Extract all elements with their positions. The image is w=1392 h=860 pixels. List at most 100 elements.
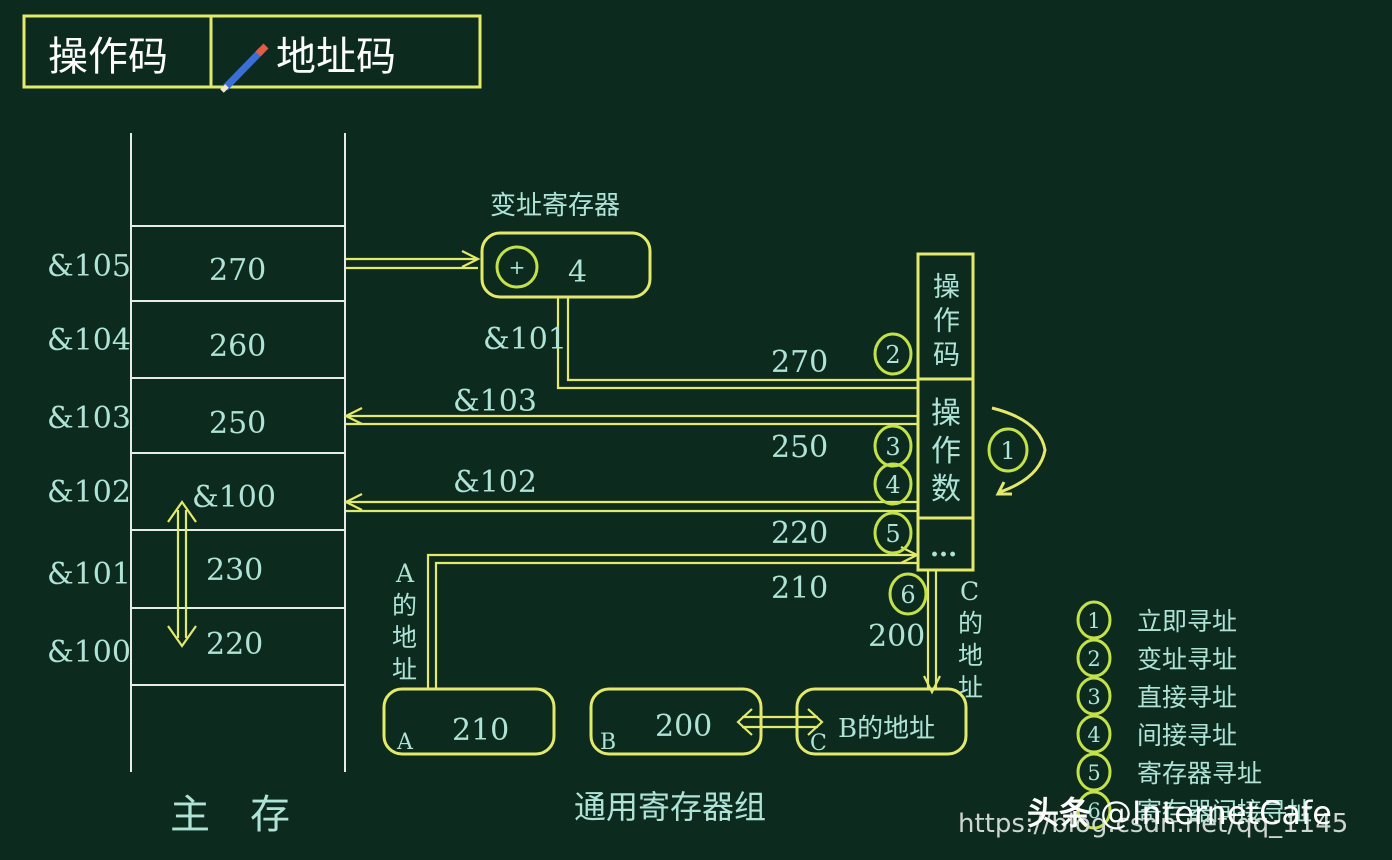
instruction-register: 操 作 码 操 作 数 ... [916,252,975,572]
general-registers: A 210 B 200 C B的地址 通用寄存器组 [382,687,968,826]
marker-1: 1 [987,427,1029,473]
register-a-value: 210 [452,713,509,748]
register-b-value: 200 [655,709,712,744]
path-label-p4-addr: &102 [453,465,537,500]
legend: 1 立即寻址 2 变址寻址 3 直接寻址 4 间接寻址 5 寄存器寻址 6 寄存… [1076,600,1312,830]
legend-text: 寄存器间接寻址 [1137,797,1312,826]
path-label-p5-value: 220 [771,516,828,551]
index-register-title: 变址寄存器 [490,191,620,221]
memory-address: &105 [47,249,131,284]
legend-item: 6 寄存器间接寻址 [1076,790,1312,830]
memory-address: &101 [47,557,131,592]
main-memory: &105 270 &104 260 &103 250 &102 &100 &10… [47,133,346,838]
legend-item: 1 立即寻址 [1076,600,1237,640]
instruction-more: ... [930,533,957,563]
legend-item: 3 直接寻址 [1076,676,1237,716]
double-arrow-icon [167,500,197,648]
opcode-char: 码 [933,340,960,371]
opcode-char: 操 [933,272,960,303]
watermark: https://blog.csdn.net/qq_1145 头条 @Intern… [958,794,1348,839]
legend-item: 2 变址寻址 [1076,638,1237,678]
memory-address: &100 [47,635,131,670]
svg-text:3: 3 [885,433,900,461]
bc-double-arrow-icon [736,708,824,736]
svg-text:6: 6 [1087,799,1100,823]
a-address-char: 地 [392,623,417,652]
header-address-label: 地址码 [276,34,396,80]
path-register-indirect: C 的 地 址 [923,571,983,702]
svg-text:3: 3 [1087,685,1100,709]
watermark-url: https://blog.csdn.net/qq_1145 [958,809,1348,839]
legend-text: 直接寻址 [1137,683,1237,712]
register-b-name: B [600,730,616,755]
header-opcode-label: 操作码 [48,34,168,80]
operand-char: 作 [931,434,961,469]
c-address-char: 的 [958,609,983,638]
marker-4: 4 [873,462,913,506]
memory-value: 230 [206,553,263,588]
memory-caption: 主 存 [170,792,290,838]
register-c-box [795,687,968,756]
path-label-p3-addr: &103 [453,384,537,419]
instruction-format-header: 操作码 地址码 [22,14,482,93]
svg-text:5: 5 [1087,761,1100,785]
marker-3: 3 [873,424,913,468]
path-direct-addressing: &103 250 [343,384,917,465]
memory-value: 270 [209,253,266,288]
svg-text:1: 1 [1000,437,1015,465]
marker-6: 6 [888,572,928,616]
legend-item: 5 寄存器寻址 [1076,752,1262,792]
register-c-name: C [810,731,827,756]
register-c-value: B的地址 [838,714,935,744]
path-markers: 1 2 3 4 5 6 [873,332,1029,616]
watermark-handle: @InternetCafe [1100,794,1332,832]
watermark-brand: 头条 [1027,794,1091,832]
svg-text:4: 4 [1087,723,1100,747]
adder-plus: + [509,255,526,279]
register-a-name: A [396,730,414,755]
pencil-icon [220,43,269,93]
path-label-p3-value: 250 [771,430,828,465]
c-address-char: C [960,577,979,606]
a-address-char: A [395,559,415,588]
path-label-p2-value: 270 [771,345,828,380]
path-register-addressing: 220 A 的 地 址 210 200 [392,516,925,688]
registers-caption: 通用寄存器组 [574,788,766,826]
legend-text: 寄存器寻址 [1137,759,1262,788]
a-address-char: 的 [392,591,417,620]
register-b-box [589,687,763,756]
operand-char: 操 [931,396,961,431]
index-memory-arrows [346,250,481,270]
memory-value: 260 [209,329,266,364]
memory-value: &100 [192,480,276,515]
svg-text:2: 2 [885,341,900,369]
memory-value: 250 [209,406,266,441]
adder-icon [495,245,539,289]
marker-2: 2 [873,332,913,376]
svg-text:6: 6 [900,581,915,609]
path-index-addressing: &101 270 [483,298,917,390]
marker-5: 5 [873,511,913,555]
path-label-p6-value: 210 [771,571,828,606]
header-frame [22,14,482,89]
a-address-char: 址 [392,655,417,684]
register-a-box [382,687,556,756]
path-label-p6-b-value: 200 [868,619,925,654]
path-label-p2-addr: &101 [483,322,567,357]
path-indirect-addressing: &102 [343,465,917,513]
c-address-char: 地 [958,641,983,670]
legend-text: 间接寻址 [1137,721,1237,750]
opcode-char: 作 [933,306,960,337]
index-register: 变址寄存器 + 4 [480,191,652,299]
instruction-frame [916,252,975,572]
svg-text:2: 2 [1087,647,1100,671]
index-register-box [480,231,652,299]
legend-item: 4 间接寻址 [1076,714,1237,754]
memory-address: &103 [47,401,131,436]
svg-text:5: 5 [885,520,900,548]
svg-text:4: 4 [885,471,900,499]
memory-address: &102 [47,475,131,510]
immediate-loop-icon [991,406,1047,496]
legend-text: 变址寻址 [1137,645,1237,674]
